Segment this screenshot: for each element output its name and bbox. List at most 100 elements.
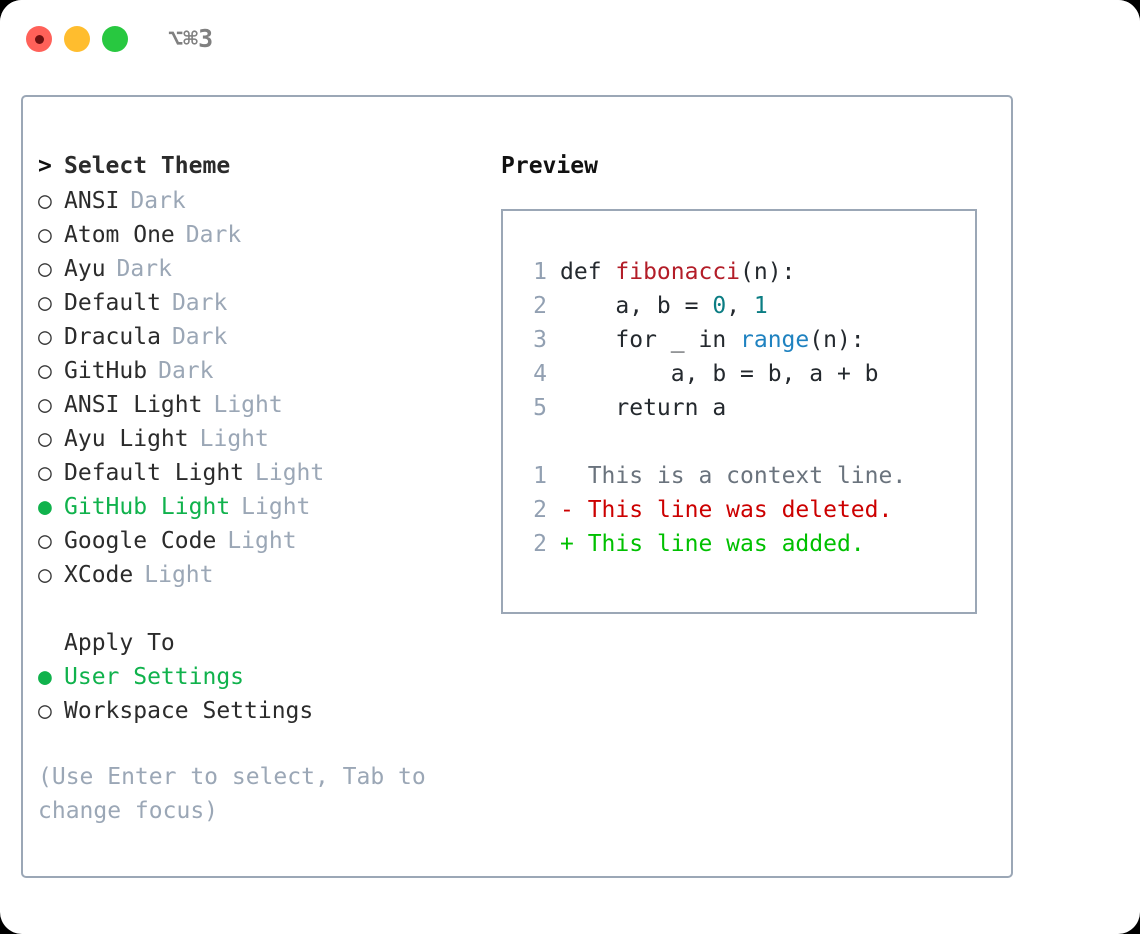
maximize-button[interactable] (102, 26, 128, 52)
theme-name: GitHub Light (64, 494, 231, 520)
code-diff-spacer (503, 425, 975, 459)
theme-kind-badge: Dark (130, 188, 186, 214)
line-number: 4 (533, 361, 547, 387)
radio-selected-icon[interactable]: ● (38, 664, 52, 690)
radio-selected-icon[interactable]: ● (38, 494, 52, 520)
theme-name: ANSI Light (64, 392, 203, 418)
theme-name: Atom One (64, 222, 175, 248)
spacer (38, 592, 478, 626)
line-number: 1 (533, 463, 547, 489)
code-token: def (560, 259, 616, 285)
code-line-content: def fibonacci(n): (560, 255, 795, 289)
theme-list-item[interactable]: ○ ANSI Dark (38, 184, 478, 218)
radio-unselected-icon[interactable]: ○ (38, 256, 52, 282)
preview-title: Preview (501, 153, 598, 179)
theme-list-item[interactable]: ○ Dracula Dark (38, 320, 478, 354)
radio-unselected-icon[interactable]: ○ (38, 290, 52, 316)
code-line: 4 a, b = b, a + b (503, 357, 975, 391)
diff-text: This is a context line. (587, 463, 907, 489)
radio-unselected-icon[interactable]: ○ (38, 460, 52, 486)
select-theme-title: Select Theme (64, 153, 231, 179)
theme-list-item[interactable]: ○ Ayu Light Light (38, 422, 478, 456)
line-number: 2 (533, 497, 547, 523)
theme-list-item[interactable]: ○ GitHub Dark (38, 354, 478, 388)
radio-unselected-icon[interactable]: ○ (38, 562, 52, 588)
diff-sample: 1 This is a context line. 2- This line wa… (503, 459, 975, 561)
line-number: 2 (533, 531, 547, 557)
diff-sign: - (560, 497, 588, 523)
code-token: for _ in (615, 327, 741, 353)
keyboard-hint-text: (Use Enter to select, Tab to change focu… (38, 764, 426, 824)
window-controls (26, 26, 128, 52)
minimize-button[interactable] (64, 26, 90, 52)
theme-list-item[interactable]: ○ ANSI Light Light (38, 388, 478, 422)
line-number: 1 (533, 259, 547, 285)
code-line: 2 a, b = 0, 1 (503, 289, 975, 323)
code-token: fibonacci (615, 259, 741, 285)
apply-to-header-row: ○ Apply To (38, 626, 478, 660)
code-line-content: a, b = 0, 1 (560, 289, 768, 323)
code-line-content: return a (560, 391, 726, 425)
theme-kind-badge: Light (227, 528, 297, 554)
apply-to-label: User Settings (64, 664, 245, 690)
theme-kind-badge: Light (144, 562, 214, 588)
keyboard-shortcut-label: ⌥⌘3 (168, 24, 214, 53)
code-token: a, b = (615, 293, 713, 319)
close-button[interactable] (26, 26, 52, 52)
theme-kind-badge: Dark (171, 290, 228, 316)
theme-name: Default (64, 290, 161, 316)
theme-kind-badge: Light (255, 460, 325, 486)
line-number: 2 (533, 293, 547, 319)
radio-unselected-icon[interactable]: ○ (38, 698, 52, 724)
code-token: 1 (753, 293, 768, 319)
radio-unselected-icon[interactable]: ○ (38, 358, 52, 384)
apply-to-item[interactable]: ● User Settings (38, 660, 478, 694)
theme-kind-badge: Dark (171, 324, 228, 350)
theme-name: Ayu Light (64, 426, 189, 452)
apply-to-item[interactable]: ○ Workspace Settings (38, 694, 478, 728)
theme-name: Google Code (64, 528, 217, 554)
code-token: , (726, 293, 754, 319)
code-line: 3 for _ in range(n): (503, 323, 975, 357)
theme-kind-badge: Light (199, 426, 269, 452)
theme-name: ANSI (64, 188, 120, 214)
line-number: 5 (533, 395, 547, 421)
apply-to-title: Apply To (64, 630, 175, 656)
radio-unselected-icon[interactable]: ○ (38, 392, 52, 418)
theme-name: GitHub (64, 358, 148, 384)
code-token: 0 (712, 293, 727, 319)
theme-list-item[interactable]: ○ Default Dark (38, 286, 478, 320)
theme-name: Dracula (64, 324, 161, 350)
theme-list-item[interactable]: ○ Google Code Light (38, 524, 478, 558)
radio-unselected-icon[interactable]: ○ (38, 222, 52, 248)
diff-text: This line was added. (587, 531, 865, 557)
radio-unselected-icon[interactable]: ○ (38, 528, 52, 554)
apply-to-list: ● User Settings ○ Workspace Settings (38, 660, 478, 728)
diff-line: 1 This is a context line. (503, 459, 975, 493)
radio-unselected-icon[interactable]: ○ (38, 188, 52, 214)
code-token: range (740, 327, 810, 353)
select-theme-header: > Select Theme (38, 149, 478, 183)
theme-kind-badge: Dark (158, 358, 214, 384)
radio-unselected-icon[interactable]: ○ (38, 324, 52, 350)
code-line: 5 return a (503, 391, 975, 425)
apply-to-marker-placeholder: ○ (38, 626, 64, 660)
theme-kind-badge: Light (213, 392, 283, 418)
code-token: a, b = b, a + b (670, 361, 879, 387)
diff-sign: + (560, 531, 588, 557)
apply-to-label: Workspace Settings (64, 698, 314, 724)
radio-unselected-icon[interactable]: ○ (38, 426, 52, 452)
line-number: 3 (533, 327, 547, 353)
diff-line: 2 + This line was added. (503, 527, 975, 561)
